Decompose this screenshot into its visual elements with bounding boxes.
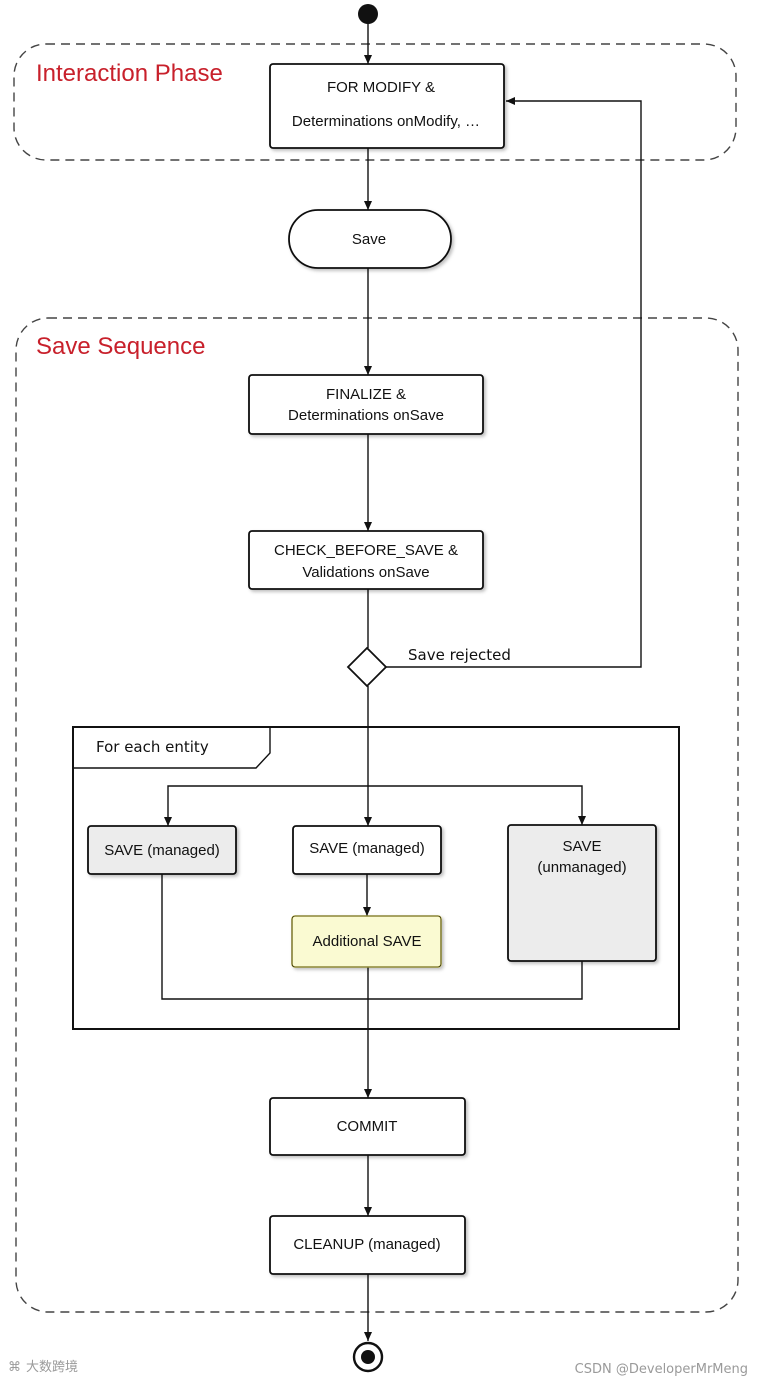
for-each-entity-frame bbox=[72, 726, 680, 1030]
edge-branch-right bbox=[368, 785, 586, 825]
additional-save-label: Additional SAVE bbox=[313, 933, 422, 950]
finalize-node: FINALIZE & Determinations onSave bbox=[248, 374, 484, 435]
edges bbox=[161, 22, 642, 1341]
cleanup-node: CLEANUP (managed) bbox=[269, 1215, 466, 1275]
commit-label: COMMIT bbox=[337, 1118, 398, 1135]
watermark-left-text: 大数跨境 bbox=[26, 1360, 78, 1375]
save-sequence-container bbox=[15, 317, 739, 1313]
for-each-entity-label: For each entity bbox=[96, 738, 209, 756]
save-unmanaged-node: SAVE (unmanaged) bbox=[507, 824, 657, 962]
save-label: Save bbox=[352, 231, 386, 248]
save-rejected-label: Save rejected bbox=[408, 646, 511, 664]
watermark-left-icon: ⌘ bbox=[8, 1360, 21, 1375]
save-unmanaged-line2: (unmanaged) bbox=[537, 859, 626, 876]
save-managed-middle-node: SAVE (managed) bbox=[292, 825, 442, 875]
finalize-line2: Determinations onSave bbox=[288, 407, 444, 424]
edge-merge bbox=[161, 874, 583, 1000]
commit-node: COMMIT bbox=[269, 1097, 466, 1156]
for-each-entity-frame-tab bbox=[73, 727, 271, 769]
check-before-save-node: CHECK_BEFORE_SAVE & Validations onSave bbox=[248, 530, 484, 590]
edge-branch-left bbox=[164, 785, 368, 826]
watermark-left: ⌘ 大数跨境 bbox=[8, 1360, 78, 1375]
for-modify-node: FOR MODIFY & Determinations onModify, … bbox=[269, 63, 505, 149]
save-unmanaged-line1: SAVE bbox=[563, 838, 602, 855]
check-before-save-line1: CHECK_BEFORE_SAVE & bbox=[274, 542, 458, 559]
interaction-phase-title: Interaction Phase bbox=[36, 60, 223, 87]
save-managed-left-label: SAVE (managed) bbox=[104, 842, 220, 859]
end-node bbox=[352, 1341, 384, 1373]
save-managed-left-node: SAVE (managed) bbox=[87, 825, 237, 875]
start-node bbox=[358, 4, 378, 24]
watermark-right: CSDN @DeveloperMrMeng bbox=[575, 1362, 748, 1377]
decision-diamond bbox=[346, 646, 388, 688]
save-sequence-title: Save Sequence bbox=[36, 333, 205, 360]
save-managed-middle-label: SAVE (managed) bbox=[309, 840, 425, 857]
check-before-save-line2: Validations onSave bbox=[302, 564, 429, 581]
edge-save-rejected-loop bbox=[386, 97, 642, 668]
for-modify-line2: Determinations onModify, … bbox=[292, 113, 480, 130]
for-modify-line1: FOR MODIFY & bbox=[327, 79, 435, 96]
save-node: Save bbox=[288, 209, 452, 269]
cleanup-label: CLEANUP (managed) bbox=[293, 1236, 440, 1253]
additional-save-node: Additional SAVE bbox=[291, 915, 442, 968]
finalize-line1: FINALIZE & bbox=[326, 386, 406, 403]
